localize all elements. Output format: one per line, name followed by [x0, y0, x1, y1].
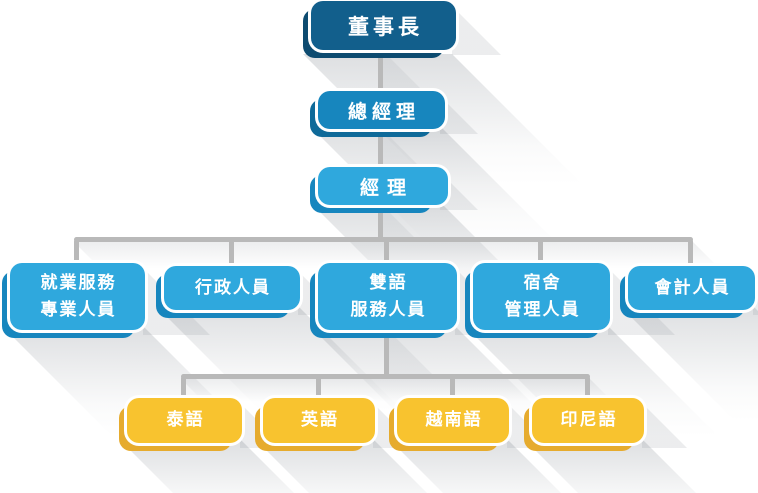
card: 泰語 — [127, 398, 242, 443]
connector-manager-row — [378, 204, 383, 240]
long-shadow — [452, 6, 501, 55]
node-employment-service: 就業服務 專業人員 — [2, 263, 145, 338]
node-label-line2: 服務人員 — [350, 299, 427, 319]
node-label: 印尼語 — [560, 410, 618, 430]
node-label: 泰語 — [166, 410, 205, 430]
card: 雙語 服務人員 — [318, 263, 457, 330]
node-label: 越南語 — [425, 410, 483, 430]
connector-stub-indonesian — [585, 376, 590, 400]
node-label-line1: 就業服務 — [40, 273, 117, 293]
long-shadow — [440, 96, 478, 134]
card: 就業服務 專業人員 — [10, 263, 145, 330]
card: 宿舍 管理人員 — [473, 263, 610, 330]
node-label: 經理 — [359, 177, 414, 199]
connector-gm-manager — [378, 128, 383, 169]
node-label-line2: 專業人員 — [40, 299, 117, 319]
long-shadow — [753, 271, 758, 315]
node-bilingual-service: 雙語 服務人員 — [310, 263, 457, 338]
node-label-line1: 雙語 — [369, 273, 408, 293]
node-label: 行政人員 — [195, 277, 271, 297]
connector-stub-thai — [181, 376, 186, 400]
long-shadow — [383, 51, 426, 94]
long-shadow — [389, 331, 437, 379]
node-dormitory-management: 宿舍 管理人員 — [465, 263, 610, 338]
node-label-line2: 管理人員 — [504, 299, 581, 319]
connector-stub-administrative — [229, 239, 234, 267]
card: 總經理 — [318, 91, 445, 129]
card: 會計人員 — [628, 266, 755, 310]
long-shadow — [642, 403, 687, 448]
card: 越南語 — [397, 398, 509, 443]
connector-row5-horizontal — [181, 374, 590, 379]
node-accounting: 會計人員 — [620, 266, 755, 318]
card: 經理 — [318, 167, 448, 205]
node-manager: 經理 — [310, 167, 448, 213]
card: 董事長 — [311, 1, 456, 50]
connector-chairman-gm — [378, 49, 383, 93]
node-indonesian: 印尼語 — [524, 398, 644, 451]
node-label: 英語 — [301, 410, 339, 430]
connector-stub-dormitory — [538, 239, 543, 265]
node-label: 總經理 — [347, 101, 420, 123]
connector-bilingual-languages — [384, 329, 389, 377]
node-label-line1: 宿舍 — [523, 273, 562, 293]
node-label: 會計人員 — [654, 277, 731, 297]
card: 印尼語 — [532, 398, 644, 443]
connector-stub-vietnamese — [450, 376, 455, 400]
node-general-manager: 總經理 — [310, 91, 445, 137]
connector-stub-bilingual — [384, 239, 389, 265]
node-english: 英語 — [255, 398, 375, 451]
node-thai: 泰語 — [119, 398, 242, 451]
connector-row4-horizontal — [74, 237, 693, 242]
connector-stub-employment — [74, 239, 79, 266]
node-administrative: 行政人員 — [156, 266, 300, 318]
connector-stub-accounting — [688, 239, 693, 267]
node-vietnamese: 越南語 — [389, 398, 509, 451]
card: 行政人員 — [164, 266, 300, 310]
connector-stub-english — [316, 376, 321, 400]
node-label: 董事長 — [348, 15, 423, 39]
card: 英語 — [263, 398, 375, 443]
node-chairman: 董事長 — [303, 1, 456, 58]
